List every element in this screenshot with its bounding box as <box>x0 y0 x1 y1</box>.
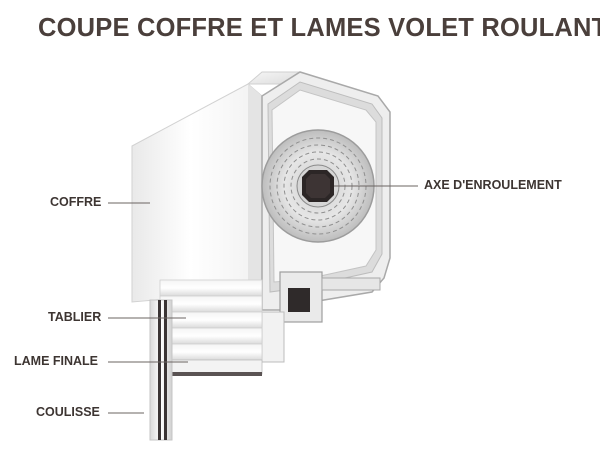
coulisse-rail <box>150 300 172 440</box>
label-lame-finale: LAME FINALE <box>14 354 98 368</box>
label-axe-enroulement: AXE D'ENROULEMENT <box>424 178 562 192</box>
lower-profile <box>262 272 380 362</box>
label-coffre: COFFRE <box>50 195 101 209</box>
winding-axis <box>302 170 334 202</box>
tablier-slats <box>160 280 262 360</box>
label-tablier: TABLIER <box>48 310 101 324</box>
label-coulisse: COULISSE <box>36 405 100 419</box>
